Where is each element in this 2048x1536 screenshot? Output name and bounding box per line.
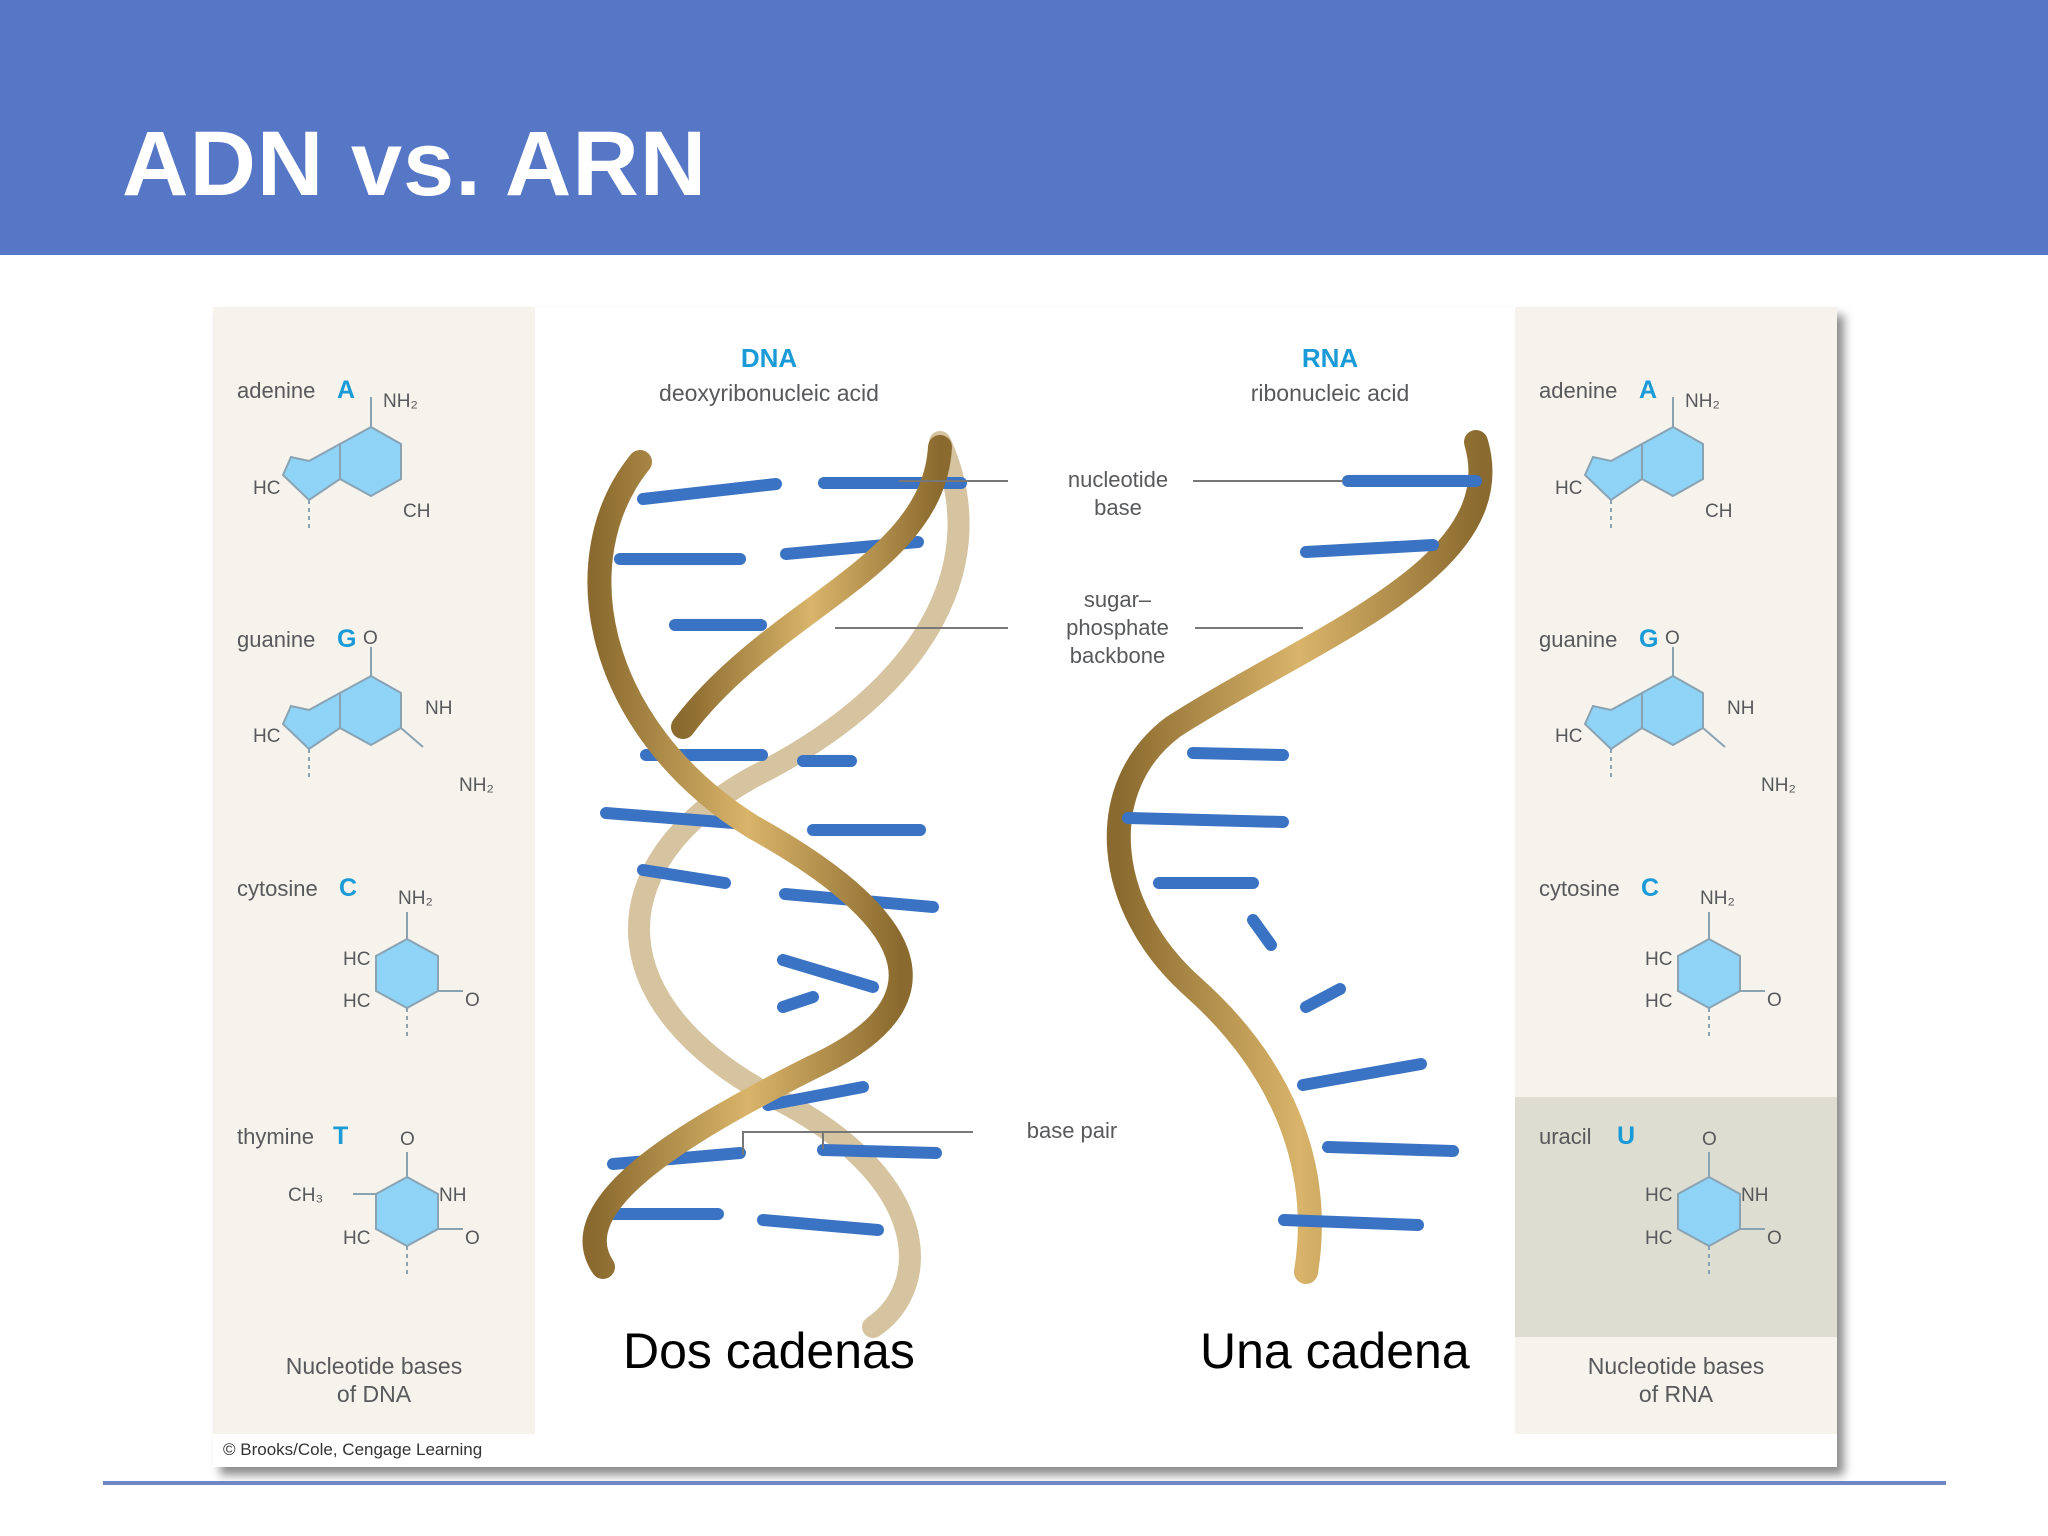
hc-label: HC: [253, 478, 280, 499]
base-name-guanine: guanine: [237, 627, 316, 652]
adenine-structure: NH₂ HC CH: [253, 391, 430, 532]
nucleotide-base-callout: nucleotide base: [1043, 466, 1193, 522]
caption-line: of DNA: [336, 1381, 412, 1407]
base-name-thymine: thymine: [237, 1124, 315, 1149]
base-name-uracil: uracil: [1539, 1124, 1592, 1149]
slide-title: ADN vs. ARN: [122, 113, 708, 215]
thymine-structure: O CH₃ HC NH O: [288, 1129, 480, 1276]
nh-label: NH: [425, 698, 452, 719]
cytosine-structure: NH₂ HC HC O: [343, 888, 480, 1038]
dna-bases-panel: adenine A guanine G cytosine C thymine T…: [213, 307, 535, 1459]
adenine-structure: NH₂ HC CH: [1555, 391, 1732, 532]
guanine-structure: O HC NH NH₂: [253, 628, 494, 796]
hc-label: HC: [1645, 949, 1672, 970]
ch-label: CH: [1705, 501, 1732, 522]
base-letter-c: C: [1641, 874, 1660, 902]
o-label: O: [465, 990, 480, 1011]
hc-label: HC: [343, 949, 370, 970]
base-name-adenine: adenine: [237, 378, 316, 403]
copyright-notice: © Brooks/Cole, Cengage Learning: [223, 1440, 483, 1459]
hc-label: HC: [1645, 1228, 1672, 1249]
nh2-label: NH₂: [1685, 391, 1720, 412]
caption-line: Nucleotide bases: [1587, 1353, 1765, 1379]
dna-bases-caption: Nucleotide bases of DNA: [213, 1352, 535, 1408]
base-name-adenine: adenine: [1539, 378, 1618, 403]
rna-strands-label: Una cadena: [1200, 1323, 1470, 1379]
callout-line: phosphate: [1066, 615, 1169, 640]
footer-divider: [103, 1481, 1946, 1485]
nh-label: NH: [1727, 698, 1754, 719]
dna-front-strand: [582, 450, 913, 1279]
rna-strand: [1106, 430, 1493, 1284]
uracil-highlight: [1515, 1097, 1837, 1337]
base-letter-t: T: [333, 1122, 349, 1150]
base-pair-leader: [742, 1131, 973, 1155]
dna-front-strand-upper: [671, 435, 952, 739]
caption-line: of RNA: [1638, 1381, 1714, 1407]
nh-label: NH: [439, 1185, 466, 1206]
o-label: O: [1665, 628, 1680, 649]
base-name-guanine: guanine: [1539, 627, 1618, 652]
nh2-label: NH₂: [383, 391, 418, 412]
dna-base-structures: NH₂ HC CH O HC NH NH₂ NH₂ H: [253, 391, 494, 1276]
o-label: O: [1767, 990, 1782, 1011]
nh2-label: NH₂: [459, 775, 494, 796]
dna-rna-figure: adenine A guanine G cytosine C thymine T…: [213, 307, 1837, 1467]
backbone-callout: sugar– phosphate backbone: [1040, 586, 1195, 670]
caption-line: Nucleotide bases: [285, 1353, 463, 1379]
dna-back-strand: [628, 431, 970, 1338]
hc-label: HC: [1555, 478, 1582, 499]
hc-label: HC: [253, 726, 280, 747]
rna-bases-caption: Nucleotide bases of RNA: [1515, 1352, 1837, 1408]
hc-label: HC: [343, 1228, 370, 1249]
dna-base-sticks: [590, 477, 967, 1236]
uracil-structure: O HC HC NH O: [1645, 1129, 1782, 1276]
o-label: O: [363, 628, 378, 649]
o-label: O: [1702, 1129, 1717, 1150]
ch-label: CH: [403, 501, 430, 522]
callout-line: backbone: [1069, 643, 1166, 668]
ch3-label: CH₃: [288, 1185, 323, 1206]
base-letter-c: C: [339, 874, 358, 902]
base-name-cytosine: cytosine: [237, 876, 318, 901]
title-bar: ADN vs. ARN: [0, 0, 2048, 255]
base-letter-g: G: [1639, 625, 1659, 653]
dna-abbr: DNA: [740, 343, 798, 373]
nh-label: NH: [1741, 1185, 1768, 1206]
cytosine-structure: NH₂ HC HC O: [1645, 888, 1782, 1038]
nh2-label: NH₂: [1700, 888, 1735, 909]
hc-label: HC: [1645, 991, 1672, 1012]
nh2-label: NH₂: [398, 888, 433, 909]
dna-header: DNA deoxyribonucleic acid: [569, 343, 969, 407]
callout-line: nucleotide: [1067, 467, 1169, 492]
rna-full-name: ribonucleic acid: [1250, 380, 1410, 406]
dna-full-name: deoxyribonucleic acid: [659, 380, 879, 406]
hc-label: HC: [343, 991, 370, 1012]
callout-line: sugar–: [1083, 587, 1152, 612]
base-letter-g: G: [337, 625, 357, 653]
rna-base-sticks: [1122, 475, 1482, 1231]
hc-label: HC: [1645, 1185, 1672, 1206]
base-letter-a: A: [1639, 376, 1658, 404]
callout-line: base: [1094, 495, 1142, 520]
hc-label: HC: [1555, 726, 1582, 747]
base-letter-a: A: [337, 376, 356, 404]
o-label: O: [465, 1228, 480, 1249]
base-pair-callout: base pair: [1017, 1117, 1127, 1145]
guanine-structure: O HC NH NH₂: [1555, 628, 1796, 796]
rna-abbr: RNA: [1301, 343, 1359, 373]
rna-header: RNA ribonucleic acid: [1130, 343, 1530, 407]
rna-base-structures: NH₂ HC CH O HC NH NH₂ NH₂ H: [1555, 391, 1796, 1276]
dna-strands-label: Dos cadenas: [623, 1323, 915, 1379]
nh2-label: NH₂: [1761, 775, 1796, 796]
o-label: O: [400, 1129, 415, 1150]
base-letter-u: U: [1617, 1122, 1636, 1150]
base-name-cytosine: cytosine: [1539, 876, 1620, 901]
rna-bases-panel: adenine A guanine G cytosine C uracil U …: [1515, 307, 1837, 1434]
helix-illustrations: [582, 430, 1493, 1338]
o-label: O: [1767, 1228, 1782, 1249]
